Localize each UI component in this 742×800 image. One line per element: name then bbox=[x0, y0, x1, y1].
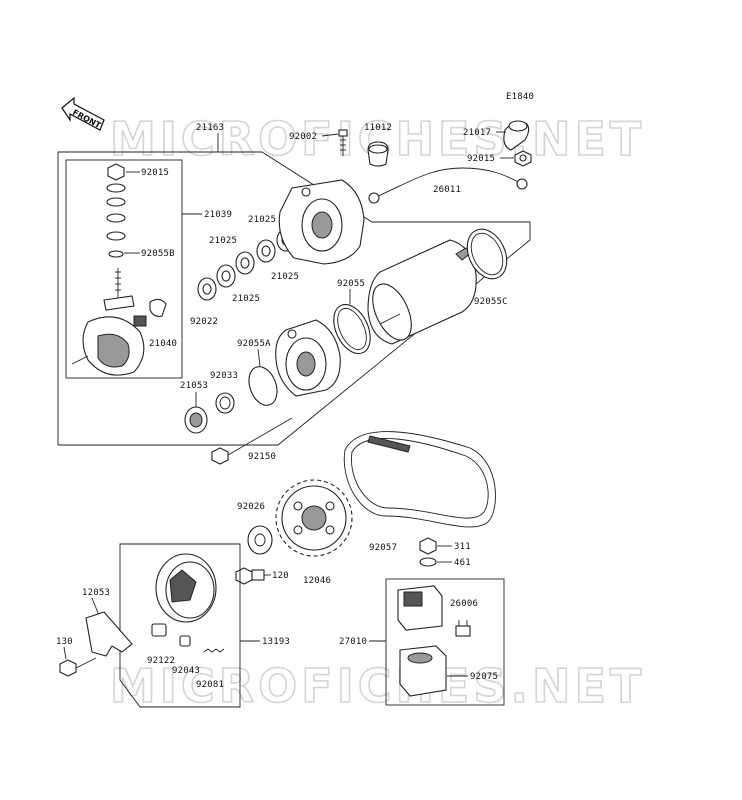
part-13193-clutch bbox=[155, 553, 217, 623]
part-92015-nut-top bbox=[514, 150, 532, 167]
label-26006: 26006 bbox=[450, 599, 478, 609]
part-27010-relay bbox=[397, 585, 443, 631]
part-92055C-oring bbox=[466, 228, 508, 280]
label-130: 130 bbox=[56, 637, 73, 647]
watermark-bottom: MICROFICHES.NET bbox=[110, 659, 645, 713]
brush-group-frame bbox=[65, 159, 183, 379]
label-21163: 21163 bbox=[196, 123, 224, 133]
label-21039: 21039 bbox=[204, 210, 232, 220]
label-21025-c: 21025 bbox=[271, 272, 299, 282]
label-21053: 21053 bbox=[180, 381, 208, 391]
label-92015-top: 92015 bbox=[467, 154, 495, 164]
label-92022: 92022 bbox=[190, 317, 218, 327]
label-11012: 11012 bbox=[364, 123, 392, 133]
label-92057: 92057 bbox=[369, 543, 397, 553]
part-21053-gear bbox=[184, 406, 208, 434]
part-92057-chain bbox=[343, 431, 496, 528]
part-21017-boot bbox=[503, 120, 530, 151]
label-92002: 92002 bbox=[289, 132, 317, 142]
label-92081: 92081 bbox=[196, 680, 224, 690]
part-terminal-bolt bbox=[103, 268, 135, 311]
label-92043: 92043 bbox=[172, 666, 200, 676]
label-21025-a: 21025 bbox=[248, 215, 276, 225]
part-26006-fuse bbox=[455, 620, 471, 637]
clutch-group-frame bbox=[119, 543, 241, 708]
part-92043-pin bbox=[179, 635, 191, 647]
label-120: 120 bbox=[272, 571, 289, 581]
part-92033-clip bbox=[215, 392, 235, 414]
label-461: 461 bbox=[454, 558, 471, 568]
label-92122: 92122 bbox=[147, 656, 175, 666]
part-12053-bracket bbox=[85, 611, 133, 657]
label-27010: 27010 bbox=[339, 637, 367, 647]
part-21040-brush bbox=[133, 298, 167, 327]
part-311-nut bbox=[419, 537, 437, 555]
label-92055: 92055 bbox=[337, 279, 365, 289]
part-11012-cap bbox=[367, 141, 389, 167]
label-12053: 12053 bbox=[82, 588, 110, 598]
front-arrow-icon: FRONT bbox=[61, 96, 105, 131]
part-461-washer bbox=[419, 557, 437, 567]
label-26011: 26011 bbox=[433, 185, 461, 195]
part-92055A-oring bbox=[248, 366, 278, 406]
label-92150: 92150 bbox=[248, 452, 276, 462]
part-92075-cover bbox=[399, 645, 447, 697]
part-92026-washer bbox=[247, 525, 273, 555]
part-motor-body bbox=[367, 239, 477, 345]
label-12046: 12046 bbox=[303, 576, 331, 586]
part-26011-cable bbox=[368, 167, 528, 204]
part-92081-spring bbox=[203, 648, 225, 653]
label-92075: 92075 bbox=[470, 672, 498, 682]
part-92055-oring bbox=[333, 303, 371, 355]
label-21040: 21040 bbox=[149, 339, 177, 349]
label-21025-d: 21025 bbox=[232, 294, 260, 304]
label-92055C: 92055C bbox=[474, 297, 508, 307]
part-rear-housing bbox=[278, 179, 365, 265]
label-21017: 21017 bbox=[463, 128, 491, 138]
part-130-bolt bbox=[59, 657, 97, 677]
diagram-code: E1840 bbox=[506, 92, 534, 102]
label-92015-stack: 92015 bbox=[141, 168, 169, 178]
label-92055B: 92055B bbox=[141, 249, 175, 259]
label-311: 311 bbox=[454, 542, 471, 552]
part-12046-sprocket bbox=[275, 479, 353, 557]
part-front-housing bbox=[275, 319, 341, 397]
relay-group-frame bbox=[385, 578, 505, 706]
part-92150-bolt bbox=[211, 417, 293, 465]
label-13193: 13193 bbox=[262, 637, 290, 647]
part-92122-roller bbox=[151, 623, 167, 637]
label-92055A: 92055A bbox=[237, 339, 271, 349]
part-92002-bolt bbox=[338, 129, 348, 156]
part-stack-washers bbox=[106, 163, 126, 258]
label-21025-b: 21025 bbox=[209, 236, 237, 246]
label-92033: 92033 bbox=[210, 371, 238, 381]
starter-assembly-frame bbox=[57, 151, 531, 446]
part-brush-plate bbox=[71, 316, 145, 376]
label-92026: 92026 bbox=[237, 502, 265, 512]
